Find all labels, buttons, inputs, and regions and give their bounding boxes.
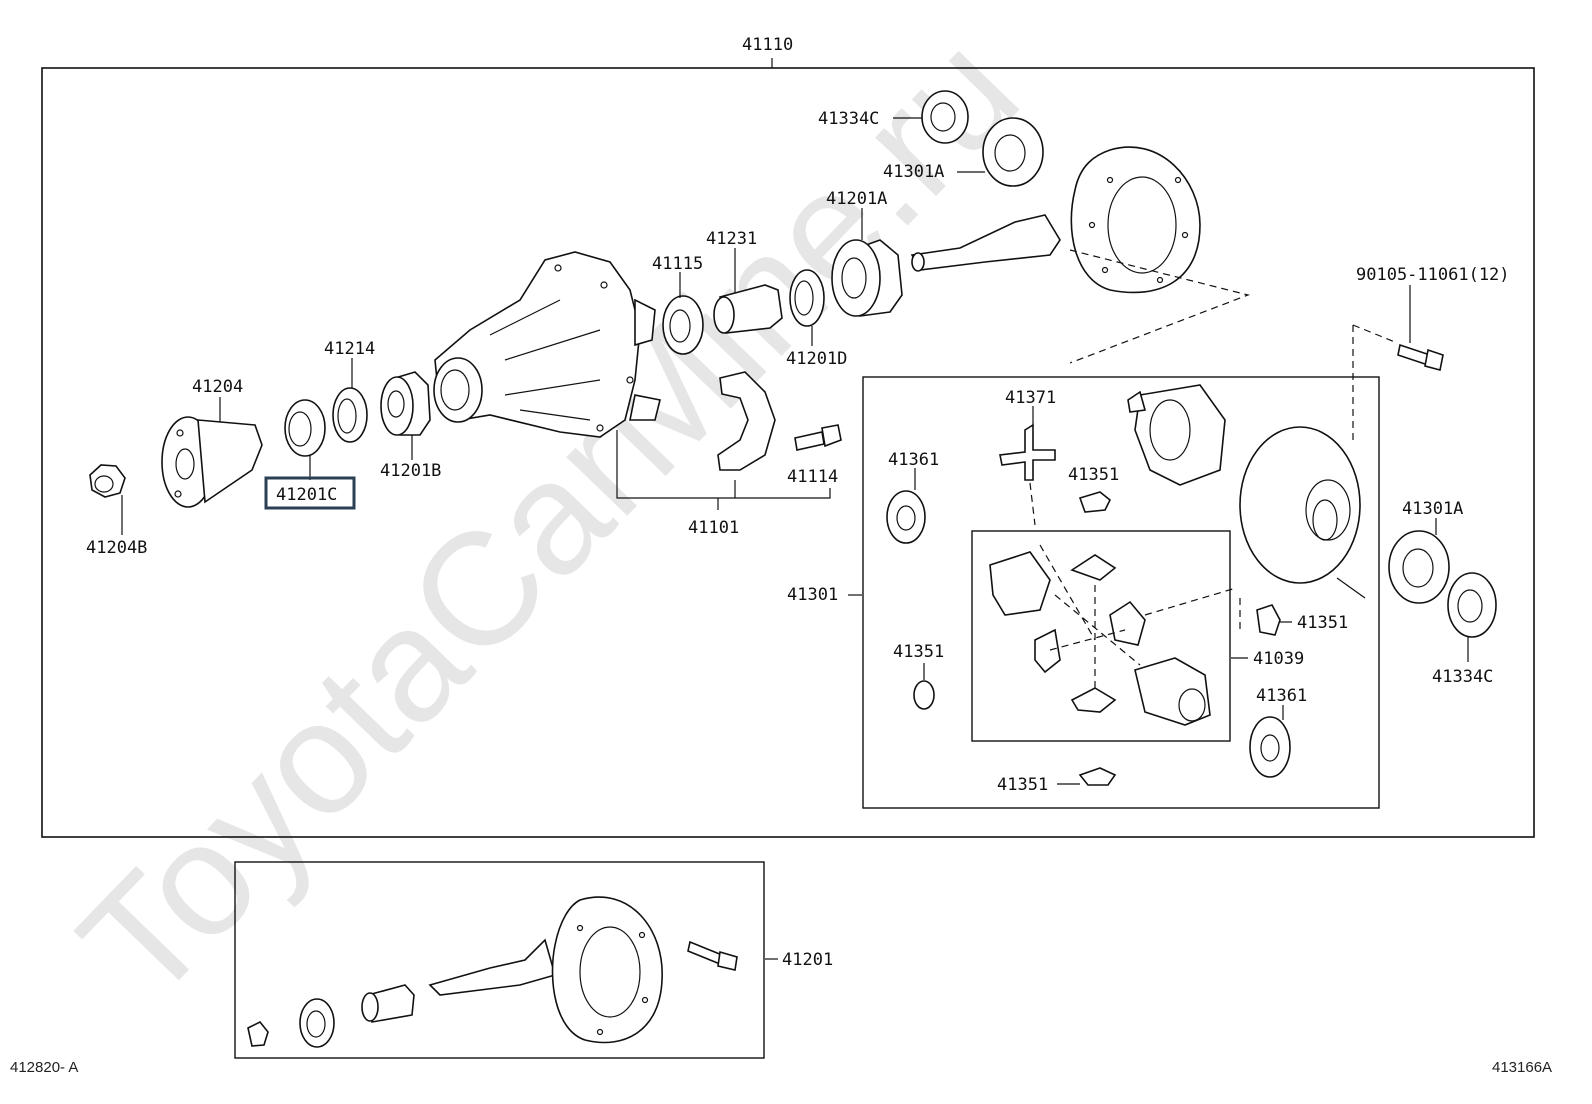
part-label-41231[interactable]: 41231 <box>706 229 757 249</box>
pinion-gear-frame <box>971 530 1231 742</box>
companion-flange-41204[interactable] <box>161 416 263 508</box>
part-label-41201[interactable]: 41201 <box>782 950 833 970</box>
washer-41361-left[interactable] <box>886 490 926 544</box>
bearing-41301a-top[interactable] <box>982 117 1044 187</box>
part-label-41371[interactable]: 41371 <box>1005 388 1056 408</box>
part-label-41301a-top[interactable]: 41301A <box>883 162 944 182</box>
differential-case-half[interactable] <box>1239 426 1361 584</box>
highlight-box-41201c <box>264 476 356 510</box>
bearing-41201b[interactable] <box>380 371 431 436</box>
part-label-41201d[interactable]: 41201D <box>786 349 847 369</box>
pinion-gear-top[interactable] <box>1070 554 1117 581</box>
part-label-41351-c[interactable]: 41351 <box>893 642 944 662</box>
washer-41351-d[interactable] <box>1078 767 1117 786</box>
part-label-41361-left[interactable]: 41361 <box>888 450 939 470</box>
spacer-41214[interactable] <box>332 387 368 443</box>
bolt-41114[interactable] <box>794 424 842 451</box>
part-label-41201a[interactable]: 41201A <box>826 189 887 209</box>
ring-pinion-frame <box>234 861 765 1059</box>
part-label-41301a-right[interactable]: 41301A <box>1402 499 1463 519</box>
part-label-41114[interactable]: 41114 <box>787 467 838 487</box>
part-label-41351-b[interactable]: 41351 <box>1297 613 1348 633</box>
main-assembly-frame <box>41 67 1535 838</box>
part-label-41201c[interactable]: 41201C <box>276 485 337 505</box>
washer-41361-right[interactable] <box>1249 716 1291 778</box>
part-label-41301[interactable]: 41301 <box>787 585 838 605</box>
nut-41204b[interactable] <box>89 464 126 498</box>
washer-41351-a[interactable] <box>1078 491 1112 513</box>
part-label-41204[interactable]: 41204 <box>192 377 243 397</box>
part-label-41115[interactable]: 41115 <box>652 254 703 274</box>
oil-seal-41115[interactable] <box>662 295 704 355</box>
diagram-code-left: 412820- A <box>10 1059 78 1076</box>
ring-gear-and-pinion[interactable] <box>910 146 1201 294</box>
ring-gear-sub-assembly[interactable] <box>247 896 738 1048</box>
part-label-41351-d[interactable]: 41351 <box>997 775 1048 795</box>
part-label-41334c-top[interactable]: 41334C <box>818 109 879 129</box>
differential-carrier-housing[interactable] <box>433 251 661 438</box>
bearing-41301a-right[interactable] <box>1388 530 1450 604</box>
part-label-41351-a[interactable]: 41351 <box>1068 465 1119 485</box>
oil-seal-41201c[interactable] <box>284 399 326 457</box>
diagram-code-right: 413166A <box>1492 1059 1552 1076</box>
part-label-41334c-right[interactable]: 41334C <box>1432 667 1493 687</box>
bearing-cap-41101[interactable] <box>717 371 776 471</box>
pinion-gear-bottom[interactable] <box>1070 687 1117 713</box>
differential-frame <box>862 376 1380 809</box>
part-label-90105[interactable]: 90105-11061(12) <box>1356 265 1510 285</box>
shim-41334c-top[interactable] <box>921 90 969 144</box>
pinion-gear-right[interactable] <box>1109 600 1146 646</box>
washer-41201d[interactable] <box>789 269 825 327</box>
washer-41351-b[interactable] <box>1256 604 1281 636</box>
washer-41351-c[interactable] <box>913 680 935 710</box>
spider-pin-41371[interactable] <box>999 423 1056 481</box>
side-gear-left[interactable] <box>989 551 1051 616</box>
spacer-41231[interactable] <box>713 284 783 334</box>
part-label-41110[interactable]: 41110 <box>742 35 793 55</box>
part-label-41204b[interactable]: 41204B <box>86 538 147 558</box>
part-label-41214[interactable]: 41214 <box>324 339 375 359</box>
pinion-gear-left[interactable] <box>1034 628 1061 674</box>
bearing-41201a[interactable] <box>831 239 903 317</box>
differential-case[interactable] <box>1127 384 1226 486</box>
side-gear-right[interactable] <box>1134 657 1211 726</box>
shim-41334c-right[interactable] <box>1447 572 1497 638</box>
part-label-41201b[interactable]: 41201B <box>380 461 441 481</box>
part-label-41039[interactable]: 41039 <box>1253 649 1304 669</box>
part-label-41101[interactable]: 41101 <box>688 518 739 538</box>
part-label-41361-right[interactable]: 41361 <box>1256 686 1307 706</box>
bolt-90105-11061[interactable] <box>1397 343 1444 371</box>
